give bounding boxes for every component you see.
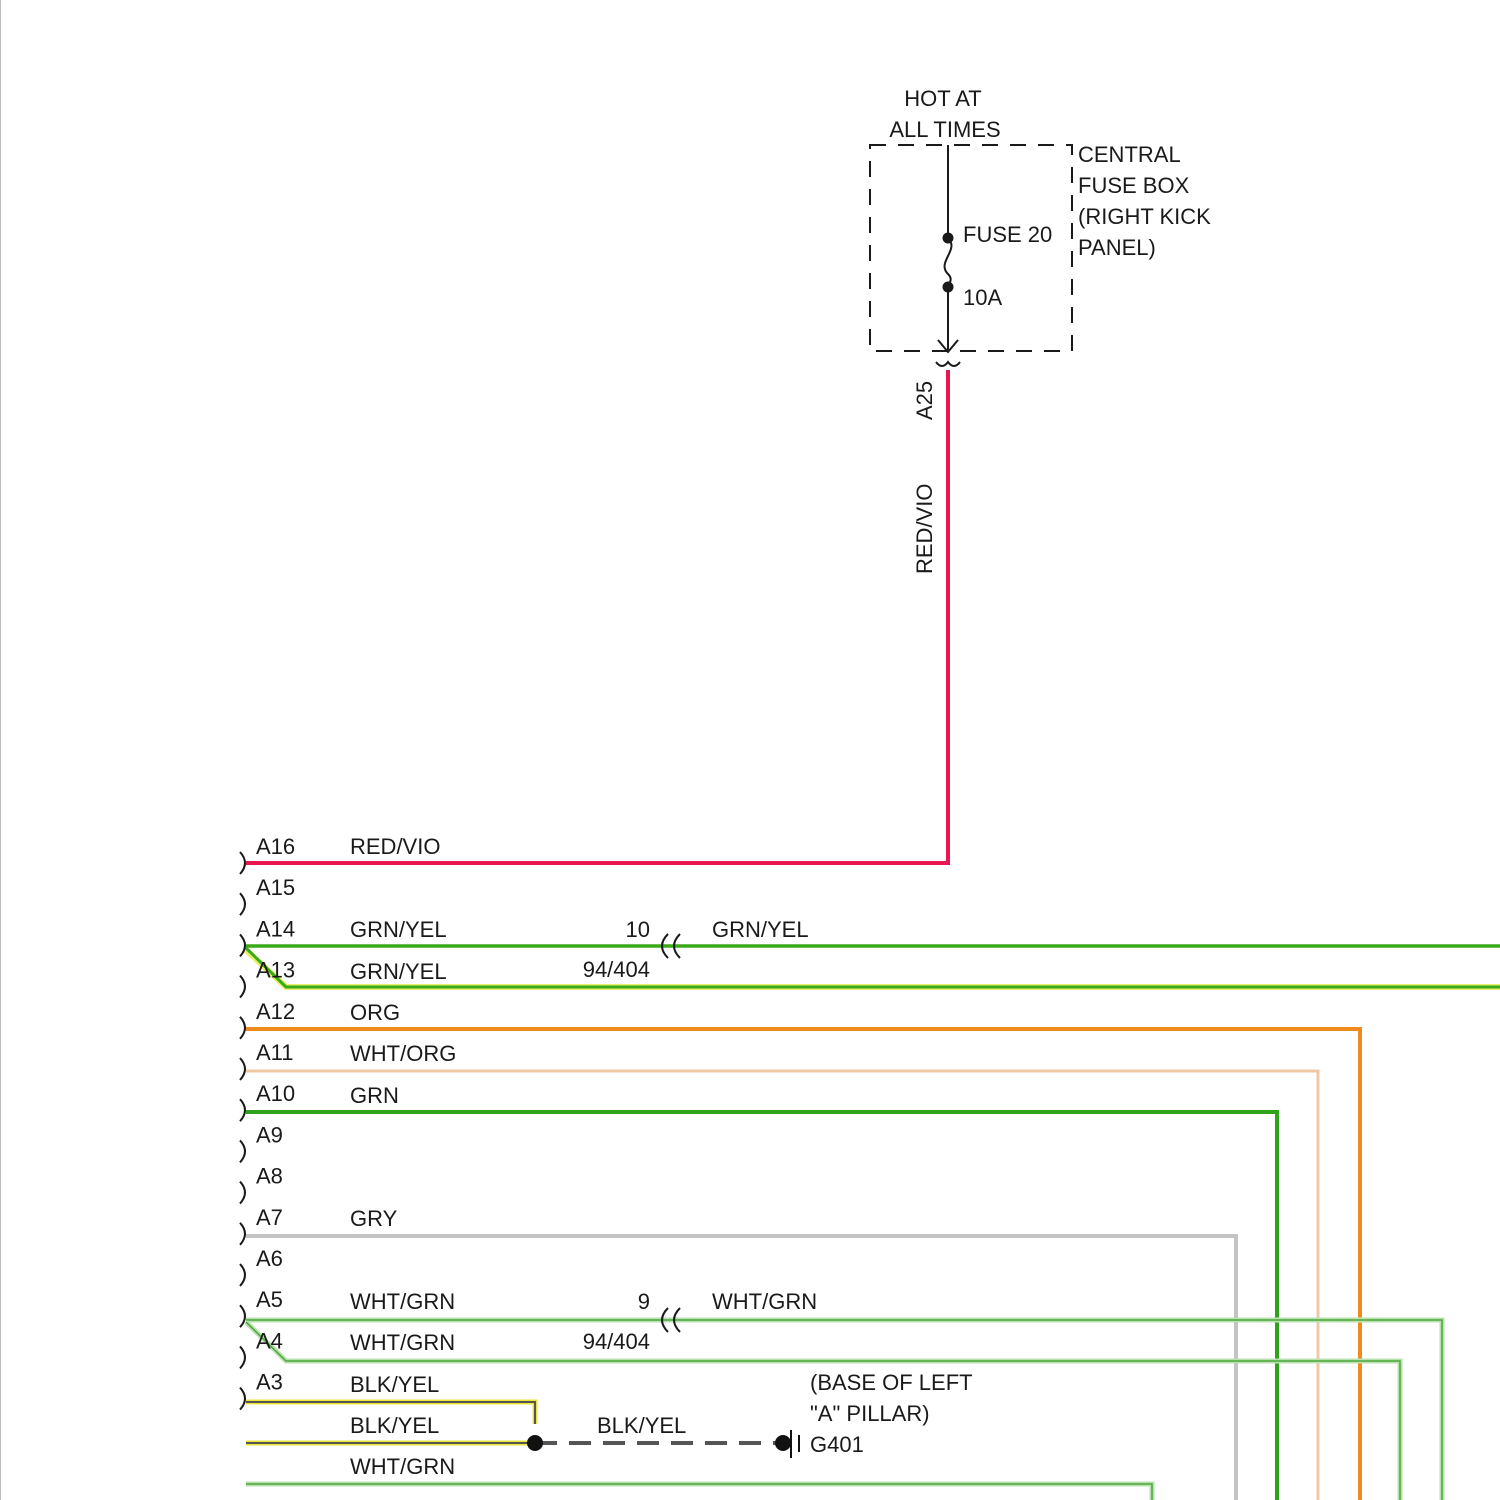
all-times-label: ALL TIMES (889, 117, 1000, 142)
ground-terminal (775, 1435, 791, 1451)
ground-id: G401 (810, 1432, 864, 1457)
red-vio-vertical-label: RED/VIO (912, 484, 937, 574)
pin-label: A16 (256, 834, 295, 859)
wire-label-a14-bottom: GRN/YEL (350, 959, 447, 984)
pin-connector-icon (240, 1305, 245, 1327)
terminal-a25-label: A25 (912, 381, 937, 420)
connector-1-pin: 10 (626, 917, 650, 942)
pin-connector-icon (240, 1264, 245, 1286)
pin-a12: A12 (240, 999, 295, 1039)
fuse-box-title-2: FUSE BOX (1078, 173, 1190, 198)
pin-label: A7 (256, 1205, 283, 1230)
pin-connector-icon (240, 1388, 245, 1410)
pin-a8: A8 (240, 1164, 283, 1204)
fuse-rating: 10A (963, 285, 1002, 310)
connector-2-id: 94/404 (583, 1329, 650, 1354)
fuse-20: FUSE 20 10A (938, 145, 1052, 352)
pin-label: A9 (256, 1122, 283, 1147)
pin-label: A3 (256, 1370, 283, 1395)
pin-a9: A9 (240, 1122, 283, 1162)
fuse-box-title-3: (RIGHT KICK (1078, 204, 1211, 229)
wire-label-a6-right: WHT/GRN (712, 1289, 817, 1314)
wire-label-a12: WHT/ORG (350, 1041, 456, 1066)
pin-a11: A11 (240, 1040, 294, 1080)
pin-a10: A10 (240, 1081, 295, 1121)
wire-label-ground: BLK/YEL (597, 1413, 686, 1438)
pin-connector-icon (240, 1223, 245, 1245)
fuse-link-icon (945, 238, 952, 287)
pin-label: A5 (256, 1287, 283, 1312)
splice-point (527, 1435, 543, 1451)
pin-connector-icon (240, 1346, 245, 1368)
ground-location-1: (BASE OF LEFT (810, 1370, 973, 1395)
pin-connector-icon (240, 893, 245, 915)
pin-label: A10 (256, 1081, 295, 1106)
a25-connector-icon (936, 362, 960, 366)
connector-2-pin: 9 (638, 1289, 650, 1314)
pin-label: A11 (256, 1040, 294, 1065)
wire-label-a14-right: GRN/YEL (712, 917, 809, 942)
pin-label: A13 (256, 958, 295, 983)
connector-1-id: 94/404 (583, 957, 650, 982)
pin-connector-icon (240, 1140, 245, 1162)
pin-connector-icon (240, 1182, 245, 1204)
pin-connector-icon (240, 1017, 245, 1039)
wire-label-a4: BLK/YEL (350, 1413, 439, 1438)
pin-label: A6 (256, 1246, 283, 1271)
hot-at-label: HOT AT (904, 86, 981, 111)
wire-wht-grn-a3-outer (246, 1484, 1152, 1500)
fuse-box-title-4: PANEL) (1078, 235, 1156, 260)
fuse-box-title-1: CENTRAL (1078, 142, 1181, 167)
pin-connector-icon (240, 1099, 245, 1121)
pin-a6: A6 (240, 1246, 283, 1286)
inline-connector-1: 10 94/404 GRN/YEL (583, 917, 809, 982)
wire-red-vio (246, 370, 948, 863)
wire-label-a6-bottom: WHT/GRN (350, 1330, 455, 1355)
wire-label-a16: RED/VIO (350, 834, 440, 859)
pin-a15: A15 (240, 875, 295, 915)
pin-label: A4 (256, 1328, 283, 1353)
wire-label-a3: WHT/GRN (350, 1454, 455, 1479)
wire-label-a8: GRY (350, 1206, 398, 1231)
wire-label-a13: ORG (350, 1000, 400, 1025)
pin-a7: A7 (240, 1205, 283, 1245)
fuse-label: FUSE 20 (963, 222, 1052, 247)
wire-label-a5: BLK/YEL (350, 1372, 439, 1397)
pin-label: A15 (256, 875, 295, 900)
pin-connector-icon (240, 976, 245, 998)
pin-connector-icon (240, 852, 245, 874)
ground-g401: (BASE OF LEFT "A" PILLAR) G401 (775, 1370, 973, 1458)
pin-label: A8 (256, 1164, 283, 1189)
wire-label-a14-top: GRN/YEL (350, 917, 447, 942)
pin-a13: A13 (240, 958, 295, 998)
pin-connector-icon (240, 934, 245, 956)
pin-a4: A4 (240, 1328, 283, 1368)
wire-label-a11: GRN (350, 1083, 399, 1108)
pin-connector-icon (240, 1058, 245, 1080)
wire-label-a6-top: WHT/GRN (350, 1289, 455, 1314)
pin-label: A14 (256, 916, 295, 941)
ground-location-2: "A" PILLAR) (810, 1401, 930, 1426)
fuse-box-outline (870, 145, 1072, 351)
central-fuse-box: HOT AT ALL TIMES CENTRAL FUSE BOX (RIGHT… (870, 86, 1211, 574)
pin-a16: A16 (240, 834, 295, 874)
pin-label: A12 (256, 999, 295, 1024)
